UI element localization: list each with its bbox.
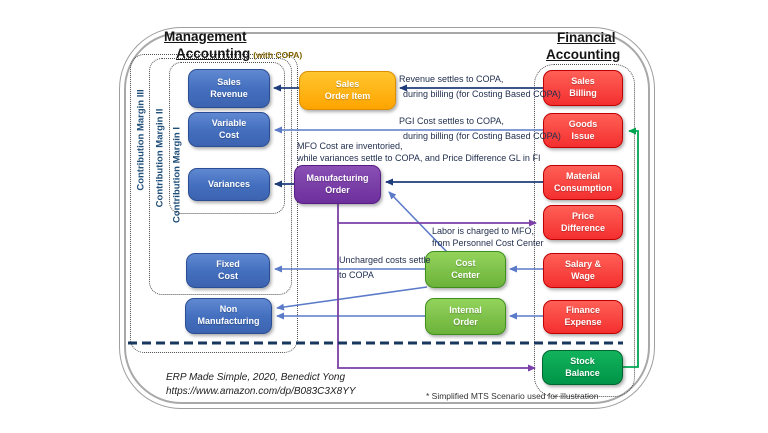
box-price-difference: Price Difference [543, 205, 623, 240]
footer-credit: ERP Made Simple, 2020, Benedict Yong [166, 372, 346, 383]
outer-frame [119, 27, 655, 409]
financial-accounting-word: Accounting [546, 47, 621, 62]
annotation-revenue-settlement-line1: Revenue settles to COPA, [399, 74, 504, 84]
box-variable-cost: Variable Cost [188, 112, 270, 147]
annotation-mfo-cost-line1: MFO Cost are inventoried, [297, 141, 403, 151]
box-material-consumption: Material Consumption [543, 165, 623, 200]
annotation-labor-charge-line2: from Personnel Cost Center [432, 238, 544, 248]
annotation-revenue-settlement-line2: during billing (for Costing Based COPA) [403, 89, 561, 99]
box-goods-issue: Goods Issue [543, 113, 623, 148]
box-salary-wage: Salary & Wage [543, 253, 623, 288]
box-stock-balance: Stock Balance [542, 350, 623, 385]
contribution-margin-i-group [169, 62, 285, 214]
box-finance-expense: Finance Expense [543, 300, 623, 334]
financial-accounting-header-line1: Financial [557, 30, 616, 45]
annotation-pgi-settlement-line1: PGI Cost settles to COPA, [399, 116, 504, 126]
contribution-margin-i-label: Contribution Margin I [171, 126, 183, 224]
contribution-margin-ii-label: Contribution Margin II [154, 108, 166, 208]
box-non-manufacturing: Non Manufacturing [185, 298, 272, 334]
management-accounting-header-line1: Management [164, 29, 247, 44]
management-accounting-header-line2: Accounting(with COPA) [176, 46, 302, 61]
financial-accounting-header-line2: Accounting [546, 47, 620, 62]
footnote-simplified-mts: * Simplified MTS Scenario used for illus… [426, 391, 599, 401]
outer-frame-inner-line [124, 32, 650, 404]
box-sales-order-item: Sales Order Item [299, 71, 396, 110]
box-variances: Variances [188, 168, 270, 201]
box-cost-center: Cost Center [425, 251, 506, 288]
with-copa-suffix: (with COPA) [253, 50, 303, 60]
annotation-labor-charge-line1: Labor is charged to MFO, [432, 226, 535, 236]
contribution-margin-iii-label: Contribution Margin III [135, 89, 147, 191]
box-sales-billing: Sales Billing [543, 70, 623, 106]
annotation-pgi-settlement-line2: during billing (for Costing Based COPA) [403, 131, 561, 141]
footer-url: https://www.amazon.com/dp/B083C3X8YY [166, 386, 356, 397]
box-internal-order: Internal Order [425, 298, 506, 335]
financial-word: Financial [557, 30, 616, 45]
annotation-uncharged-costs-line2: to COPA [339, 270, 374, 280]
contribution-margin-ii-group [149, 58, 292, 295]
contribution-margin-iii-group [130, 54, 298, 353]
box-fixed-cost: Fixed Cost [186, 253, 270, 288]
accounting-word: Accounting [176, 46, 251, 61]
box-sales-revenue: Sales Revenue [188, 69, 270, 108]
annotation-uncharged-costs-line1: Uncharged costs settle [339, 255, 431, 265]
annotation-mfo-cost-line2: while variances settle to COPA, and Pric… [297, 153, 541, 163]
box-manufacturing-order: Manufacturing Order [294, 165, 381, 204]
management-word: Management [164, 29, 247, 44]
